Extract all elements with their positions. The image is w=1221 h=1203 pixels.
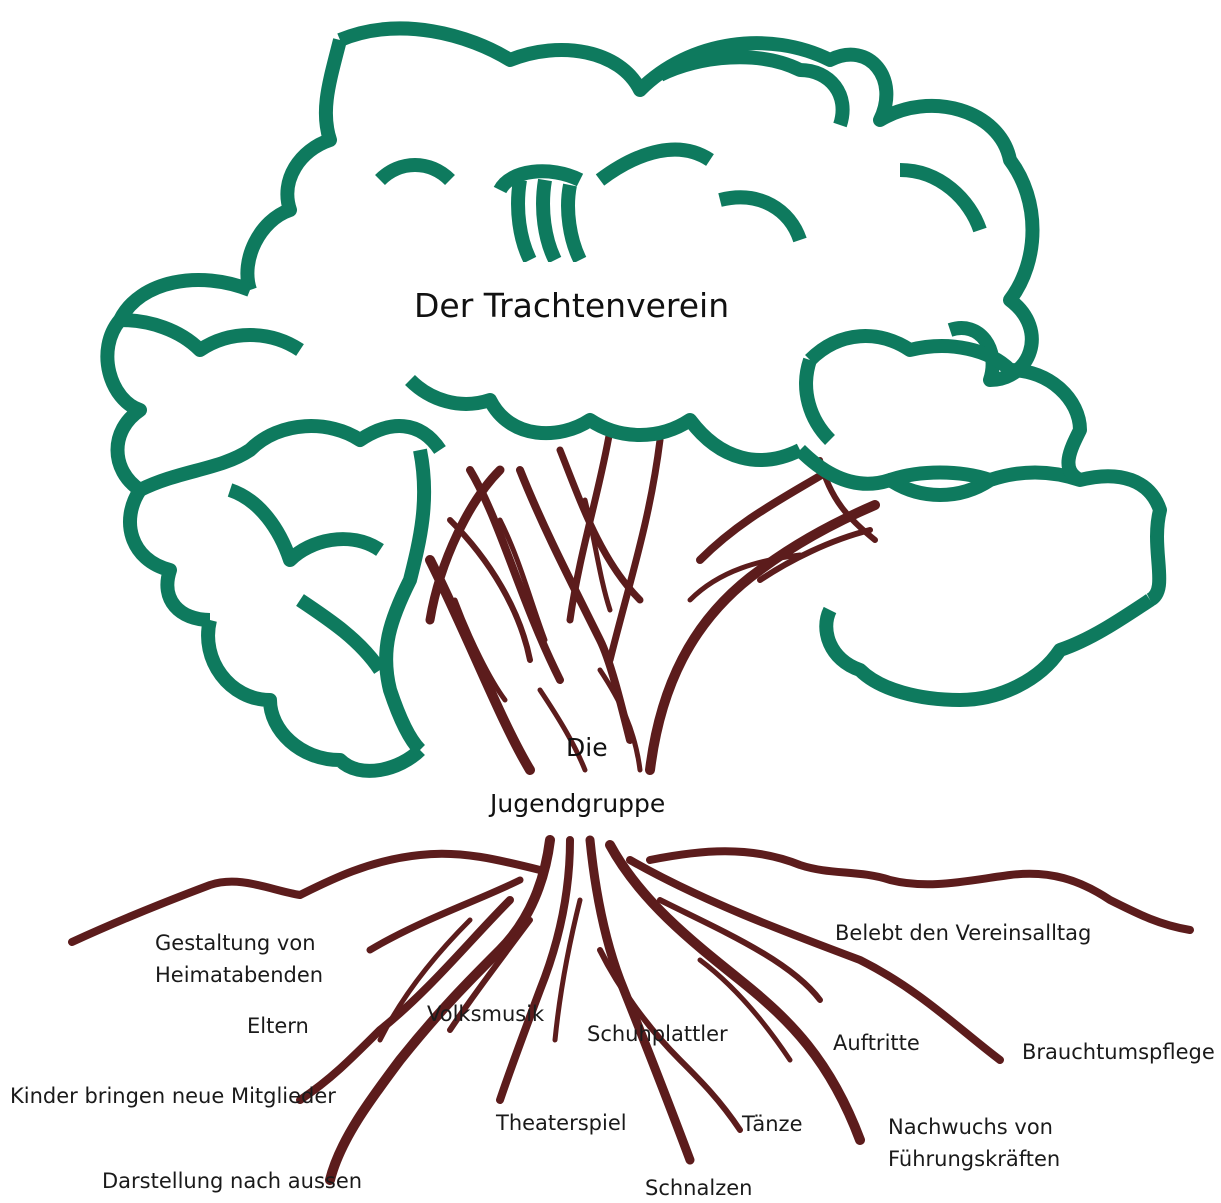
center-label-line1: Die xyxy=(566,733,608,762)
root-label-nachwuchs-line2: Führungskräften xyxy=(888,1143,1060,1175)
root-label-volksmusik: Volksmusik xyxy=(427,999,544,1029)
root-label-theaterspiel: Theaterspiel xyxy=(496,1108,627,1138)
root-label-taenze: Tänze xyxy=(742,1109,803,1139)
root-label-auftritte: Auftritte xyxy=(833,1028,920,1058)
root-label-gestaltung: Gestaltung von Heimatabenden xyxy=(155,927,323,991)
center-label-line2: Jugendgruppe xyxy=(490,789,665,818)
root-label-nachwuchs-line1: Nachwuchs von xyxy=(888,1111,1060,1143)
root-label-eltern: Eltern xyxy=(247,1011,309,1041)
diagram-title: Der Trachtenverein xyxy=(414,286,729,325)
root-label-schuhplattler: Schuhplattler xyxy=(587,1019,728,1049)
tree-trunk xyxy=(430,430,875,770)
root-label-darstellung: Darstellung nach aussen xyxy=(102,1166,362,1196)
root-label-schnalzen: Schnalzen xyxy=(645,1173,752,1203)
tree-foliage xyxy=(107,29,1160,771)
root-label-kinder: Kinder bringen neue Mitglieder xyxy=(10,1081,336,1111)
root-label-belebt: Belebt den Vereinsalltag xyxy=(835,918,1091,948)
root-label-gestaltung-line1: Gestaltung von xyxy=(155,927,323,959)
root-label-gestaltung-line2: Heimatabenden xyxy=(155,959,323,991)
root-label-brauchtum: Brauchtumspflege xyxy=(1022,1037,1215,1067)
root-label-nachwuchs: Nachwuchs von Führungskräften xyxy=(888,1111,1060,1175)
